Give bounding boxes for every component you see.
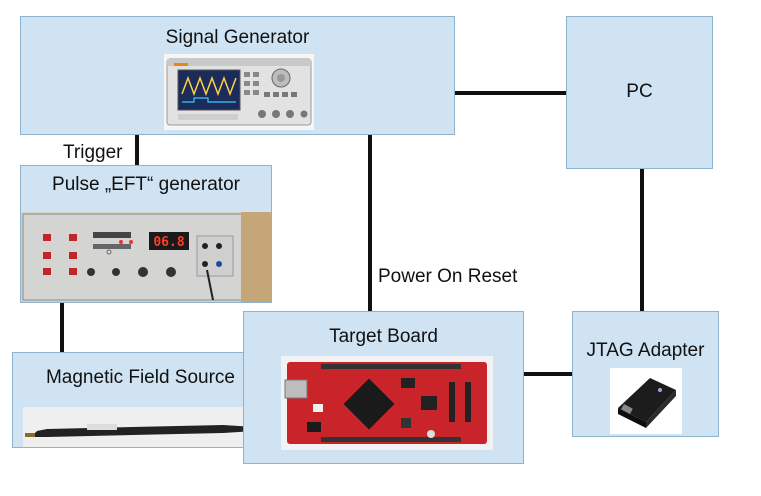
connector-pulse-magnetic [60, 302, 64, 354]
power-on-reset-label: Power On Reset [378, 266, 518, 287]
jtag-adapter-photo [610, 368, 682, 434]
target-board-photo [281, 356, 493, 450]
connector-pc-jtag [640, 168, 644, 312]
pulse-eft-generator-photo: 06.8 [21, 212, 271, 302]
target-board-block: Target Board [243, 311, 524, 464]
connector-trigger [135, 134, 139, 166]
target-board-title: Target Board [329, 326, 438, 347]
signal-generator-block: Signal Generator [20, 16, 455, 135]
magnetic-field-source-title: Magnetic Field Source [45, 367, 236, 388]
connector-power-on-reset [368, 134, 372, 312]
eft-display-readout: 06.8 [153, 235, 184, 250]
connector-target-jtag [523, 372, 573, 376]
trigger-label: Trigger [63, 142, 123, 163]
pc-block: PC [566, 16, 713, 169]
pc-title: PC [626, 81, 653, 102]
jtag-adapter-block: JTAG Adapter [572, 311, 719, 437]
jtag-adapter-title: JTAG Adapter [586, 340, 705, 361]
connector-signal-generator-pc [454, 91, 567, 95]
pulse-eft-generator-block: Pulse „EFT“ generator 06.8 [20, 165, 272, 303]
magnetic-field-source-block: Magnetic Field Source [12, 352, 269, 448]
pulse-eft-generator-title: Pulse „EFT“ generator [52, 174, 240, 195]
signal-generator-photo [164, 54, 314, 130]
signal-generator-title: Signal Generator [165, 27, 310, 48]
magnetic-field-probe-photo [23, 407, 263, 447]
